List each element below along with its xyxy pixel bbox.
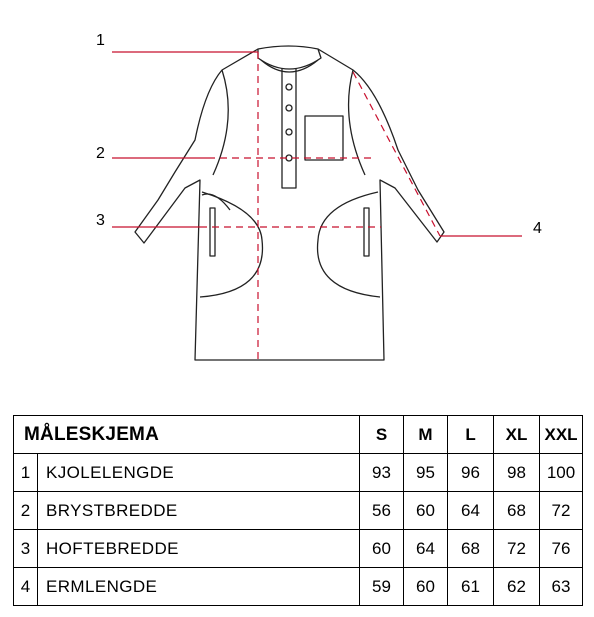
measurement-value: 60 — [403, 491, 449, 530]
measurement-value: 63 — [539, 567, 584, 606]
table-row: 4 ERMLENGDE 59 60 61 62 63 — [13, 567, 584, 606]
callout-4: 4 — [533, 220, 542, 237]
row-number: 2 — [13, 491, 38, 530]
table-row: 3 HOFTEBREDDE 60 64 68 72 76 — [13, 529, 584, 568]
measurement-value: 60 — [403, 567, 449, 606]
table-header-row: MÅLESKJEMA S M L XL XXL — [12, 415, 584, 454]
size-chart-table: MÅLESKJEMA S M L XL XXL 1 KJOLELENGDE 93… — [12, 415, 584, 606]
measurement-value: 76 — [539, 529, 584, 568]
callout-3: 3 — [96, 212, 105, 229]
measurement-value: 68 — [447, 529, 495, 568]
size-header: XL — [493, 415, 541, 454]
callout-1: 1 — [96, 32, 105, 49]
measurement-value: 100 — [539, 453, 584, 492]
measurement-value: 56 — [359, 491, 405, 530]
measurement-value: 93 — [359, 453, 405, 492]
measurement-value: 61 — [447, 567, 495, 606]
measurement-value: 59 — [359, 567, 405, 606]
row-number: 1 — [13, 453, 38, 492]
callout-2: 2 — [96, 145, 105, 162]
table-row: 1 KJOLELENGDE 93 95 96 98 100 — [13, 453, 584, 492]
row-number: 4 — [13, 567, 38, 606]
measurement-name: ERMLENGDE — [36, 567, 361, 606]
table-row: 2 BRYSTBREDDE 56 60 64 68 72 — [13, 491, 584, 530]
measurement-value: 95 — [403, 453, 449, 492]
dress-outline — [134, 45, 445, 361]
measurement-name: BRYSTBREDDE — [36, 491, 361, 530]
measurement-value: 64 — [403, 529, 449, 568]
measurement-name: KJOLELENGDE — [36, 453, 361, 492]
size-header: S — [359, 415, 405, 454]
measurement-name: HOFTEBREDDE — [36, 529, 361, 568]
row-number: 3 — [13, 529, 38, 568]
measurement-value: 98 — [493, 453, 541, 492]
measurement-value: 72 — [539, 491, 584, 530]
measurement-value: 64 — [447, 491, 495, 530]
garment-diagram: 1 2 3 4 — [96, 32, 542, 361]
size-header: XXL — [539, 415, 584, 454]
table-title: MÅLESKJEMA — [12, 415, 361, 454]
measurement-value: 68 — [493, 491, 541, 530]
measurement-value: 72 — [493, 529, 541, 568]
measurement-value: 62 — [493, 567, 541, 606]
size-header: M — [403, 415, 449, 454]
measurement-lines — [112, 51, 522, 360]
measurement-value: 96 — [447, 453, 495, 492]
size-header: L — [447, 415, 495, 454]
measurement-value: 60 — [359, 529, 405, 568]
